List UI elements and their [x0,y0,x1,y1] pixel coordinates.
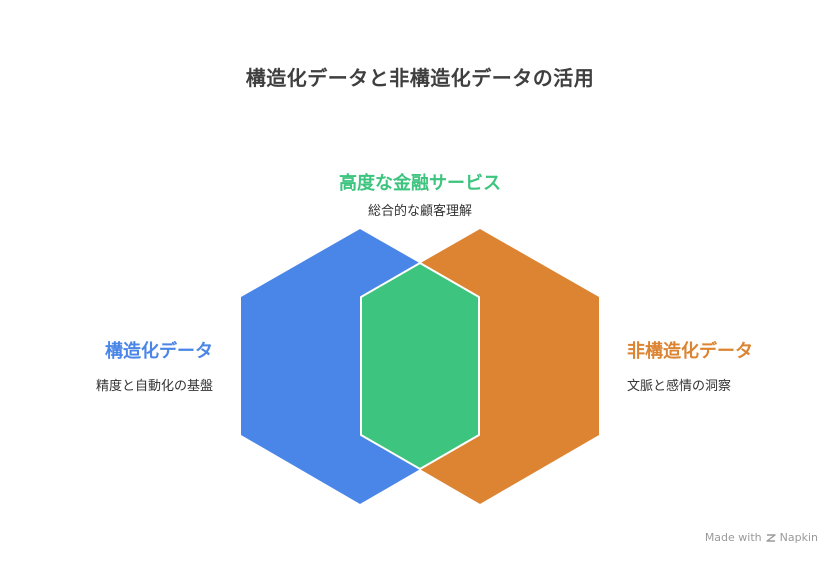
napkin-logo-icon [765,533,776,543]
center-label: 高度な金融サービス [339,173,501,194]
footer-attribution: Made with Napkin [705,531,818,544]
right-label: 非構造化データ [627,341,753,362]
overlap-hexagon [360,262,480,470]
page-title: 構造化データと非構造化データの活用 [245,66,595,90]
made-with-text: Made with [704,531,762,544]
napkin-brand-text: Napkin [779,531,818,544]
center-description: 総合的な顧客理解 [367,204,472,219]
right-description: 文脈と感情の洞察 [627,379,732,394]
left-label: 構造化データ [105,341,213,362]
left-description: 精度と自動化の基盤 [95,379,213,394]
